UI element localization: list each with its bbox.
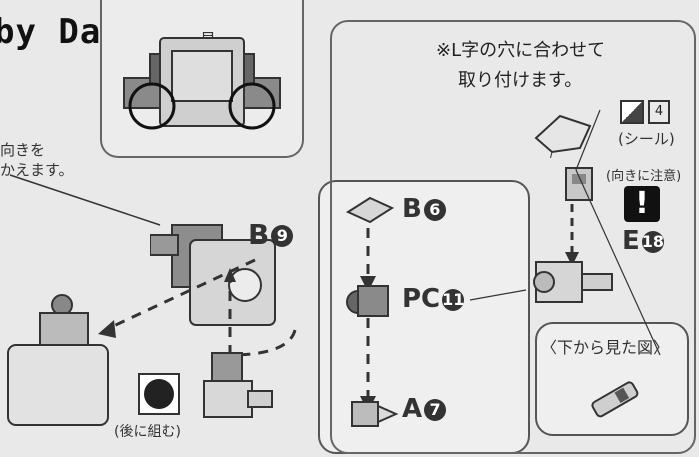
dashed-arrows-left <box>98 258 297 357</box>
label-b6-number: 6 <box>423 198 446 221</box>
caution-icon: ! <box>624 186 660 222</box>
top-part-illustration <box>123 37 281 130</box>
instruction-line1: ※L字の穴に合わせて <box>436 40 606 61</box>
label-b9-number: 9 <box>271 225 294 247</box>
sticker-number: 4 <box>654 104 664 119</box>
later-assembly-label: (後に組む) <box>114 424 181 440</box>
label-b9-letter: B <box>248 218 270 251</box>
b6-part-illustration <box>345 196 395 224</box>
left-note-line2: かえます。 <box>0 161 74 179</box>
pc11-part-illustration <box>346 285 389 317</box>
label-a7-letter: A <box>402 394 423 424</box>
label-e18-letter: E <box>622 226 640 256</box>
bottom-view-label: 〈下から見た図〉 <box>541 338 670 357</box>
label-pc11-number: 11 <box>442 288 465 311</box>
right-detail-panel <box>330 20 696 454</box>
instruction-line2: 取り付けます。 <box>458 70 583 91</box>
sticker-label: (シール) <box>618 130 675 148</box>
label-b6-letter: B <box>402 194 422 224</box>
label-e18-number: 18 <box>641 230 665 253</box>
bottom-small-part <box>203 352 273 418</box>
left-note-leader-line <box>9 174 161 226</box>
e18-part-illustration <box>565 167 593 201</box>
caution-label: (向きに注意) <box>606 169 682 184</box>
sticker-number-box: 4 <box>648 100 670 124</box>
a7-part-illustration <box>351 401 399 427</box>
top-bracket-panel: 見 <box>100 0 304 158</box>
instruction-text: ※L字の穴に合わせて 取り付けます。 <box>436 36 605 96</box>
sticker-icon <box>620 100 644 124</box>
label-pc11-letter: PC <box>402 284 441 314</box>
left-note-line1: 向きを <box>0 141 46 159</box>
bottom-left-assembly <box>7 294 109 426</box>
later-assembly-icon <box>138 373 180 415</box>
label-a7-number: 7 <box>424 398 447 421</box>
bottom-view-illustration <box>591 381 639 418</box>
right-assembly-illustration <box>533 261 613 303</box>
caution-symbol: ! <box>635 186 649 221</box>
sticker-part-illustration <box>534 114 592 158</box>
bottom-view-panel: 〈下から見た図〉 <box>535 322 689 436</box>
left-note: 向きを かえます。 <box>0 140 74 180</box>
